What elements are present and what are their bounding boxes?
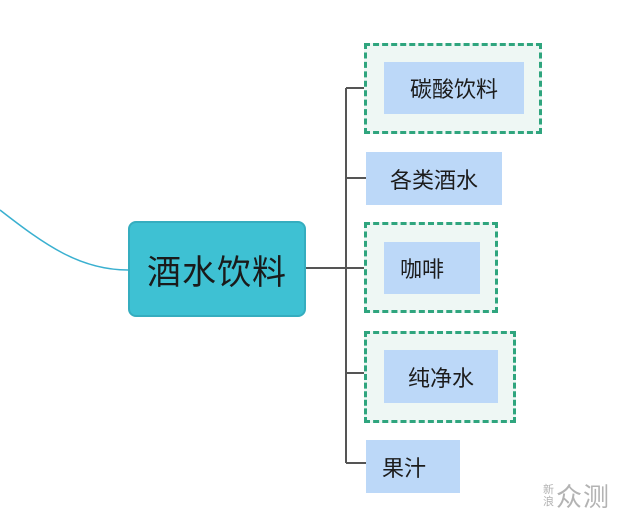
branch-node-purified-water[interactable]: 纯净水	[384, 350, 498, 403]
branch-node-carbonated-drinks[interactable]: 碳酸饮料	[384, 62, 524, 114]
branch-label: 咖啡	[400, 258, 445, 283]
central-topic[interactable]: 酒水饮料	[128, 221, 306, 317]
branch-label: 纯净水	[407, 366, 474, 392]
watermark-brand: 众测	[555, 483, 610, 513]
branch-label: 各类酒水	[389, 168, 478, 194]
watermark-line1: 新	[542, 482, 554, 496]
branch-label: 碳酸饮料	[409, 78, 498, 103]
branch-node-alcoholic-drinks[interactable]: 各类酒水	[366, 152, 502, 205]
watermark: 新 浪 众测	[543, 477, 610, 514]
branch-node-juice[interactable]: 果汁	[366, 440, 460, 493]
branch-label: 果汁	[382, 456, 427, 482]
central-topic-label: 酒水饮料	[147, 252, 287, 293]
watermark-line2: 浪	[542, 494, 554, 508]
incoming-link	[0, 209, 129, 271]
branch-node-coffee[interactable]: 咖啡	[384, 242, 480, 294]
